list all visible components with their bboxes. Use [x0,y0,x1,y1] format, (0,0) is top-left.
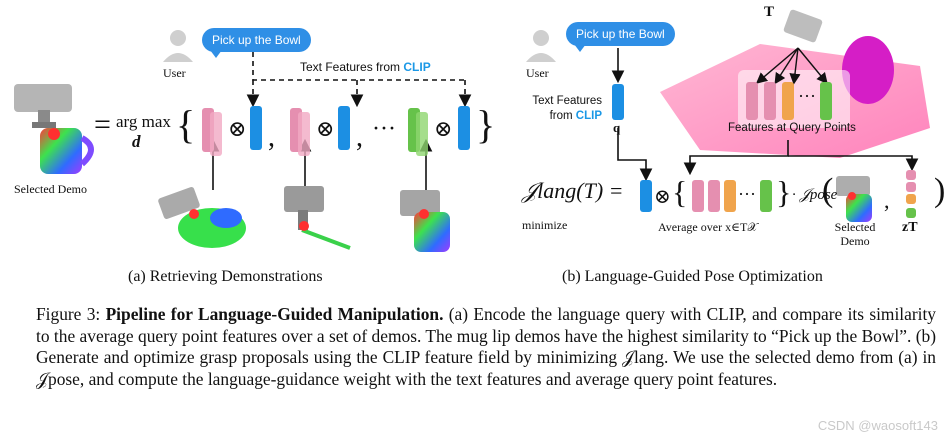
blue-text-feature-bar [458,106,470,150]
T-label: T [764,4,775,20]
caption-bold-title: Pipeline for Language-Guided Manipulatio… [105,304,444,324]
selected-demo-label-b: Selected Demo [830,220,880,248]
selected-demo-line2: Demo [840,234,870,248]
q-label: q [613,120,621,135]
comma-b: , [884,188,890,213]
caption-text: (a) Encode the language query with CLIP,… [36,304,936,389]
robot-gripper-icon [14,84,72,128]
comma-2: , [356,122,363,153]
zT-cell [906,208,916,218]
clip-label-a: CLIP [403,60,431,74]
zT-cell [906,182,916,192]
connectors-b [617,128,919,182]
brace-open-a: { [176,102,196,147]
zT-cell [906,170,916,180]
demo-3 [400,190,450,252]
query-point-feature-bar [764,82,776,120]
figure-label: Figure 3: [36,304,101,324]
selected-demo-line1: Selected [834,220,876,234]
demo-1 [158,187,246,248]
figure-caption: Figure 3: Pipeline for Language-Guided M… [36,304,936,390]
text-features-from: from [549,110,576,122]
selected-demo-b [836,176,872,222]
dashed-arrows-a [246,52,472,108]
objective: 𝒥lang(T) = [522,178,624,203]
otimes-3: ⊗ [434,116,453,141]
zT-label: zT [902,220,918,235]
avg-feature-bar [760,180,772,212]
zT-cell [906,194,916,204]
pink-feature-bar [298,112,310,156]
scene-render [660,9,930,158]
text-features-label-b: Text Features from CLIP [532,94,602,124]
brace-close-b: } [776,174,792,210]
query-bubble-b: Pick up the Bowl [566,22,675,52]
selected-demo-label-a: Selected Demo [14,182,87,196]
ellipsis-query-points: ··· [798,86,816,106]
user-avatar-icon [163,30,193,62]
query-feature-bar [612,84,624,120]
demo-2 [284,186,351,250]
text-features-line1: Text Features [532,95,602,107]
text-features-prefix: Text Features from [300,60,404,74]
otimes-1: ⊗ [228,116,247,141]
feature-rays [755,47,828,85]
green-feature-bar [416,112,428,156]
argmax-variable: d [132,132,141,151]
avg-feature-bar [724,180,736,212]
features-at-query-points: Features at Query Points [728,122,856,134]
query-bubble-a: Pick up the Bowl [202,28,311,58]
argmax: arg max [116,112,171,131]
user-avatar-icon-b [526,30,556,62]
subtitle-b: (b) Language-Guided Pose Optimization [562,268,823,285]
brace-open-b: { [672,174,688,210]
ellipsis-a: ··· [372,116,396,142]
paren-open: ( [822,172,834,209]
brace-close-a: } [476,102,496,147]
comma-1: , [268,122,275,153]
otimes-2: ⊗ [316,116,335,141]
mug-icon [40,128,94,174]
avg-feature-bar [692,180,704,212]
q-bar-objective [640,180,652,212]
blue-text-feature-bar [338,106,350,150]
figure-graphics [14,9,930,252]
subtitle-a: (a) Retrieving Demonstrations [128,268,323,285]
query-point-feature-bar [782,82,794,120]
equals-sign: = [94,108,111,141]
user-label-a: User [163,66,186,80]
user-label-b: User [526,66,549,80]
watermark: CSDN @waosoft143 [817,418,938,433]
text-features-label-a: Text Features from CLIP [300,60,431,74]
ellipsis-b: ··· [738,184,756,204]
query-point-feature-bar [820,82,832,120]
blue-text-feature-bar [250,106,262,150]
query-point-feature-bar [746,82,758,120]
otimes-b: ⊗ [654,186,671,208]
jpose-term: · 𝒥pose [792,187,838,203]
average-over-label: Average over x∈T𝒳 [658,220,758,234]
minimize-label: minimize [522,218,568,232]
paren-close: ) [934,172,946,209]
avg-feature-bar [708,180,720,212]
clip-label-b: CLIP [575,110,602,122]
pink-feature-bar [210,112,222,156]
